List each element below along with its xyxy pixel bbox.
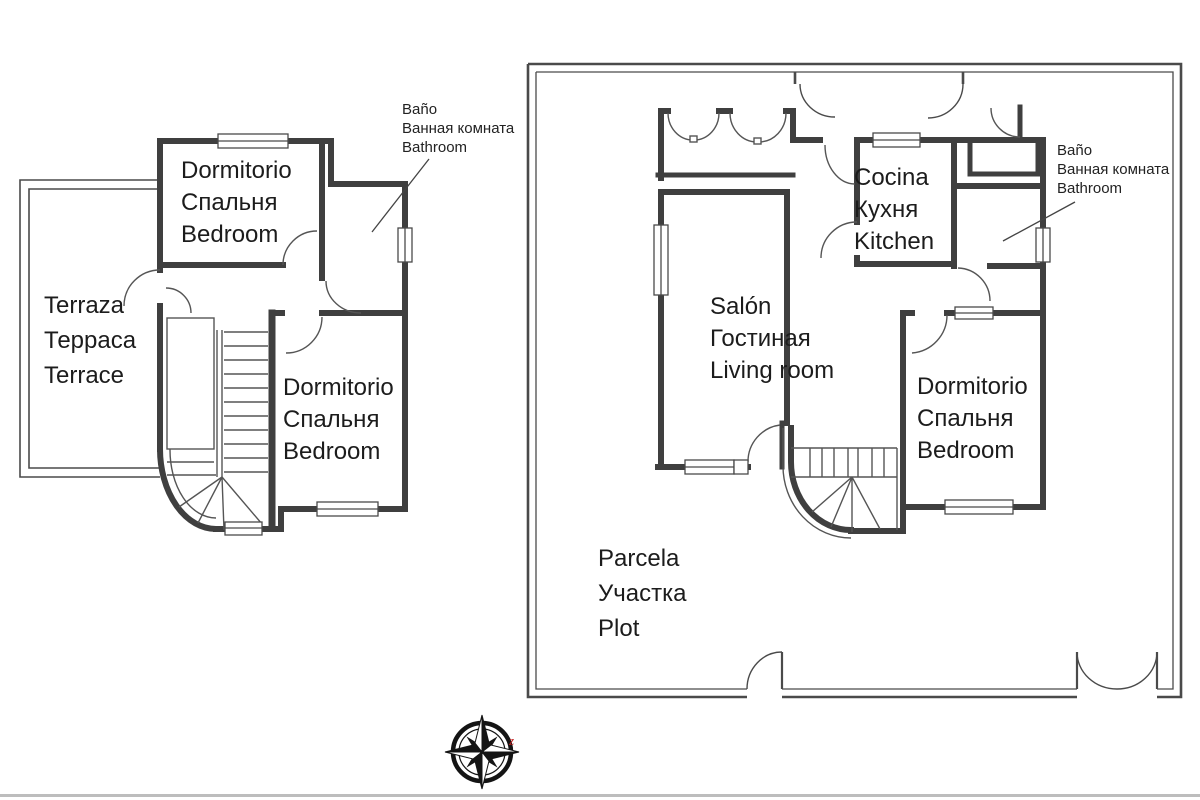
upper-windows — [217, 133, 413, 536]
ground-windows — [653, 132, 1051, 515]
ground-walls — [655, 104, 1046, 534]
room-label-kitchen: Cocina Кухня Kitchen — [854, 164, 935, 255]
bathroom-annotation-ground: Baño Ванная комната Bathroom — [1057, 142, 1170, 197]
upper-staircase — [166, 317, 268, 531]
upper-bathroom-leader — [371, 158, 430, 233]
upper-floor-plan — [19, 133, 430, 536]
compass-east-mark: z — [508, 733, 514, 748]
room-label-plot: Parcela Участка Plot — [598, 545, 687, 642]
compass-rose-icon: z — [444, 714, 520, 790]
bathroom-annotation-upper: Baño Ванная комната Bathroom — [402, 101, 515, 156]
room-label-bedroom-ground: Dormitorio Спальня Bedroom — [917, 373, 1028, 464]
room-label-bedroom-upper-1: Dormitorio Спальня Bedroom — [181, 157, 292, 248]
ground-door-arcs — [747, 107, 1021, 463]
ground-floor-plan — [526, 62, 1183, 699]
plot-boundary — [526, 62, 1183, 699]
room-label-terrace: Terraza Терраса Terrace — [44, 292, 137, 389]
porch-door-arches — [667, 112, 787, 145]
ground-bathroom-leader — [1002, 201, 1076, 242]
terrace-walls — [19, 179, 160, 478]
ground-staircase — [782, 428, 898, 539]
room-label-bedroom-upper-2: Dormitorio Спальня Bedroom — [283, 374, 394, 465]
room-label-living-room: Salón Гостиная Living room — [710, 293, 835, 384]
bottom-edge-divider — [0, 794, 1200, 797]
upper-door-arcs — [123, 230, 362, 354]
